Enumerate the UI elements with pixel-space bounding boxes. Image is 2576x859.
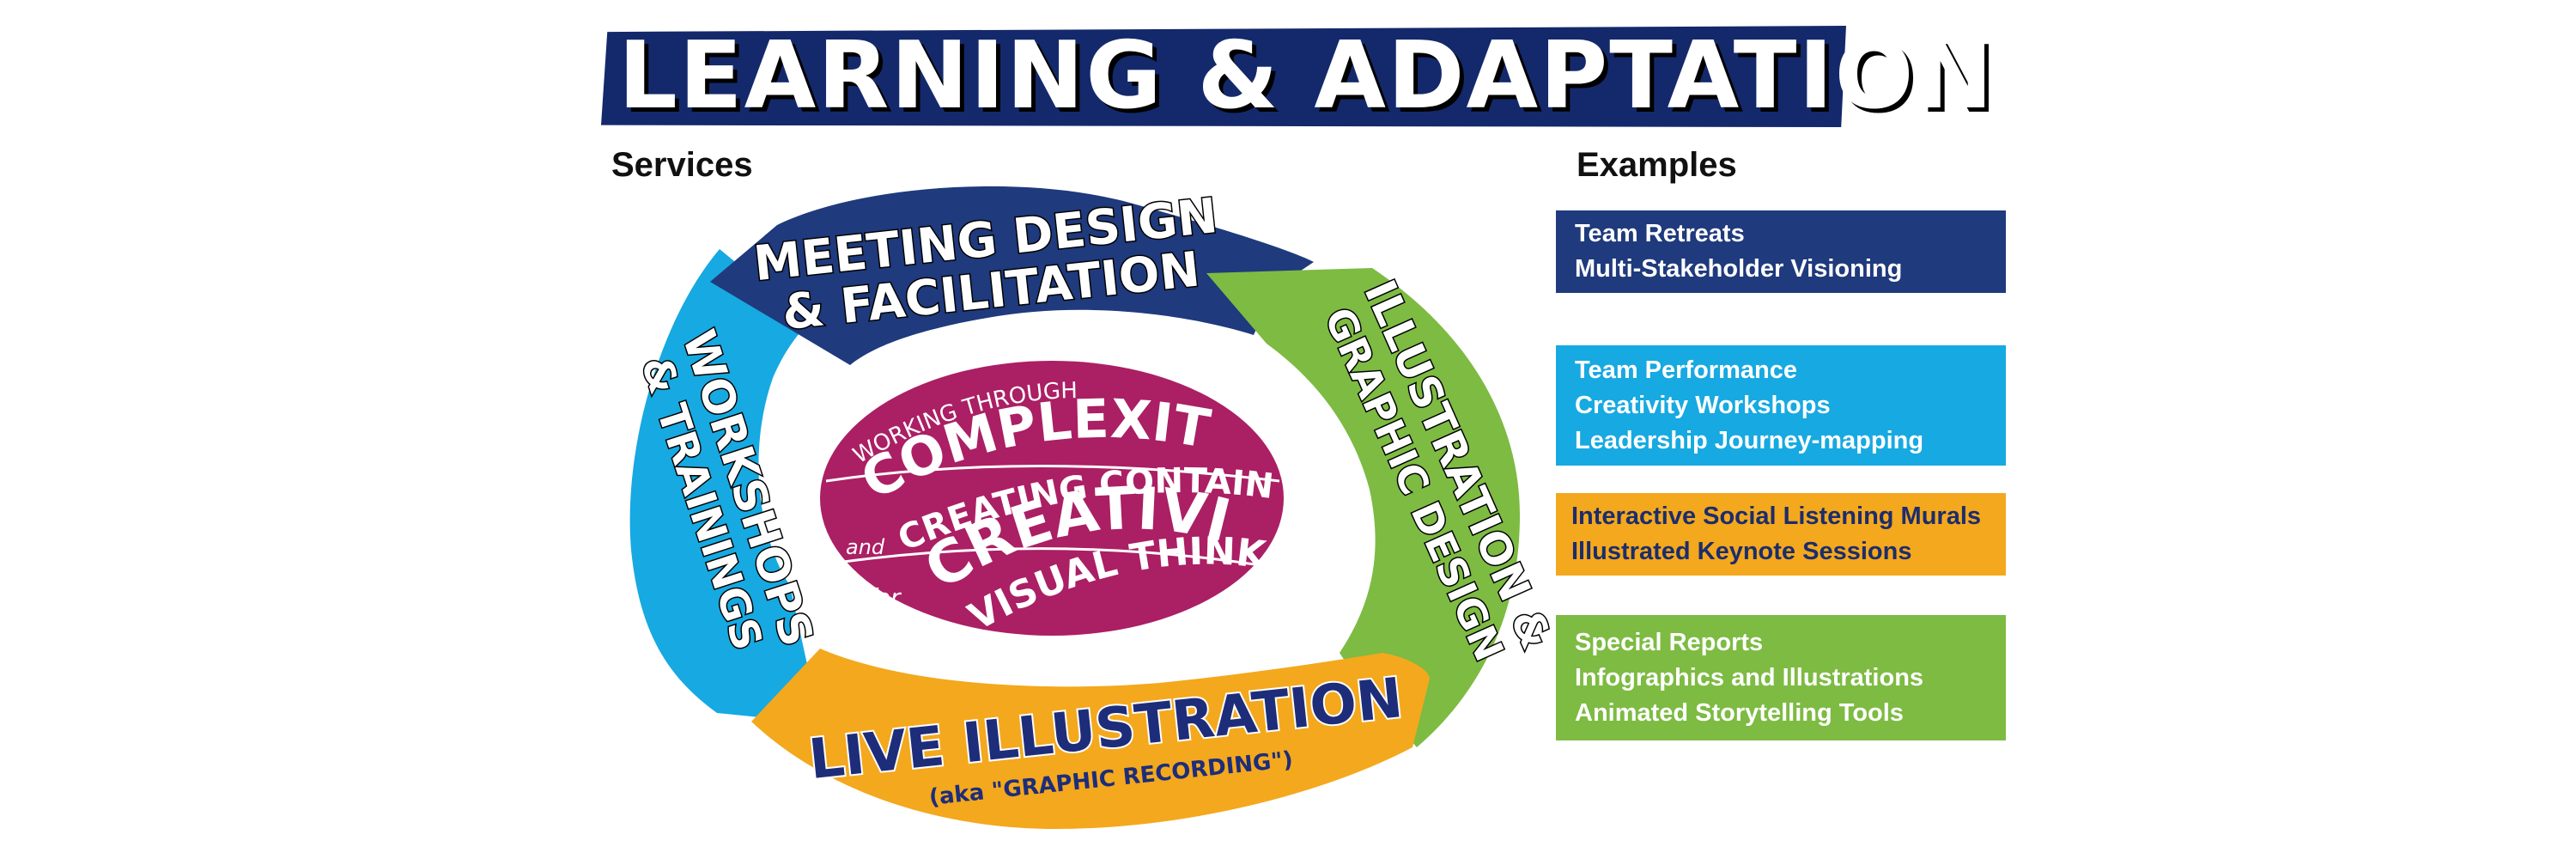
example-box-live-illustration: Interactive Social Listening Murals Illu…	[1556, 493, 2006, 576]
center-small-and: and	[846, 535, 885, 559]
segment-workshops-trainings	[629, 249, 820, 723]
center-divider-2	[836, 547, 1272, 569]
example-line: Infographics and Illustrations	[1575, 663, 1924, 691]
example-line: Special Reports	[1575, 628, 1764, 656]
example-line: Leadership Journey-mapping	[1575, 426, 1924, 454]
services-heading: Services	[611, 146, 753, 184]
center-divider-1	[825, 465, 1280, 483]
center-small-with: with	[893, 626, 944, 655]
segment-meeting-design	[710, 186, 1314, 365]
center-small-for: for	[867, 583, 902, 612]
example-line: Multi-Stakeholder Visioning	[1575, 255, 1903, 283]
segment-live-illustration	[751, 649, 1430, 829]
title-banner	[601, 26, 1846, 127]
example-line: Animated Storytelling Tools	[1575, 698, 1904, 727]
examples-heading: Examples	[1577, 146, 1737, 184]
example-line: Team Performance	[1575, 356, 1797, 384]
page-title: LEARNING & ADAPTATION	[618, 22, 1995, 130]
example-box-meeting: Team Retreats Multi-Stakeholder Visionin…	[1556, 210, 2006, 293]
segment-illustration-design	[1206, 268, 1520, 747]
example-box-graphic-design: Special Reports Infographics and Illustr…	[1556, 615, 2006, 740]
example-line: Creativity Workshops	[1575, 391, 1831, 419]
example-line: Illustrated Keynote Sessions	[1571, 538, 1912, 565]
center-ellipse	[820, 361, 1284, 636]
example-box-workshops: Team Performance Creativity Workshops Le…	[1556, 345, 2006, 466]
example-line: Team Retreats	[1575, 220, 1745, 247]
example-line: Interactive Social Listening Murals	[1571, 503, 1982, 530]
